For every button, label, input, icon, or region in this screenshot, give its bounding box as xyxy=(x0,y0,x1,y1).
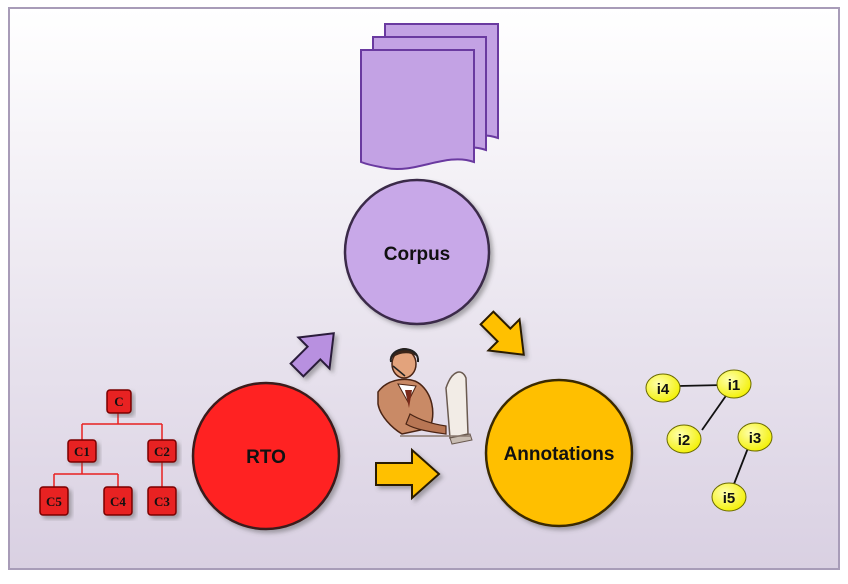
tree-node-c1-label: C1 xyxy=(74,444,90,459)
concept-tree: C C1 C2 C5 C4 C3 xyxy=(39,389,177,516)
instance-node-i2: i2 xyxy=(666,424,702,454)
tree-node-c4-label: C4 xyxy=(110,494,126,509)
instance-node-i5: i5 xyxy=(711,482,747,512)
corpus-node: Corpus xyxy=(343,178,491,326)
tree-node-c5: C5 xyxy=(39,486,69,516)
tree-node-c3-label: C3 xyxy=(154,494,170,509)
annotations-node: Annotations xyxy=(484,378,634,528)
instance-node-i3: i3 xyxy=(737,422,773,452)
instance-node-i1-label: i1 xyxy=(728,377,741,394)
rto-node: RTO xyxy=(191,381,341,531)
tree-node-c2-label: C2 xyxy=(154,444,170,459)
rto-label: RTO xyxy=(246,447,286,468)
tree-node-c5-label: C5 xyxy=(46,494,62,509)
instance-node-i3-label: i3 xyxy=(749,430,762,447)
annotations-label: Annotations xyxy=(504,444,615,465)
tree-node-c4: C4 xyxy=(103,486,133,516)
corpus-label: Corpus xyxy=(384,244,451,265)
tree-node-c2: C2 xyxy=(147,439,177,463)
tree-node-c1: C1 xyxy=(67,439,97,463)
tree-node-c: C xyxy=(106,389,132,414)
instance-node-i5-label: i5 xyxy=(723,490,736,507)
instance-node-i2-label: i2 xyxy=(678,432,691,449)
instance-node-i4-label: i4 xyxy=(657,381,670,398)
instance-node-i1: i1 xyxy=(716,369,752,399)
rto-to-corpus-arrow xyxy=(289,332,335,378)
tree-node-c-label: C xyxy=(114,394,123,409)
instance-node-i4: i4 xyxy=(645,373,681,403)
corpus-to-annotations-arrow xyxy=(479,310,525,356)
tree-node-c3: C3 xyxy=(147,486,177,516)
document-stack-icon xyxy=(360,23,499,171)
annotator-person-icon xyxy=(377,347,473,445)
rto-to-annotations-arrow xyxy=(375,447,441,501)
instance-graph: i4 i1 i2 i3 i5 xyxy=(645,369,773,512)
